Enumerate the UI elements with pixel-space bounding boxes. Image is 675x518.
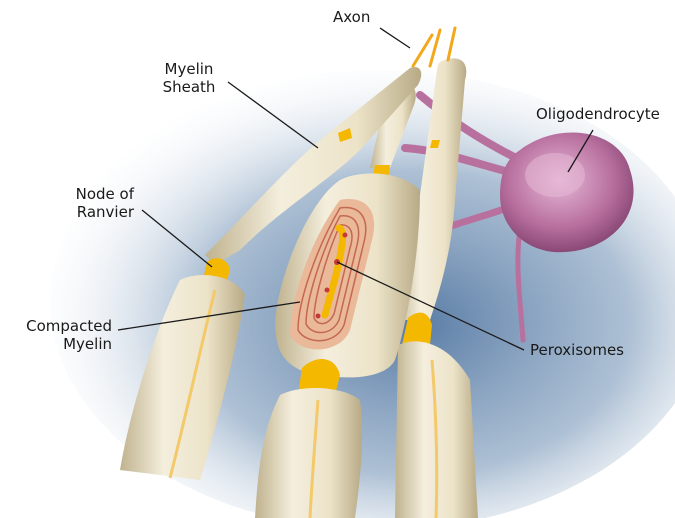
label-node-of-ranvier-line2: Ranvier bbox=[54, 203, 134, 221]
label-myelin-sheath-line2: Sheath bbox=[160, 78, 218, 96]
label-node-of-ranvier-line1: Node of bbox=[54, 185, 134, 203]
axon-tips bbox=[413, 28, 455, 66]
label-compacted-myelin-line1: Compacted bbox=[4, 317, 112, 335]
leader-line-axon bbox=[380, 28, 410, 48]
label-oligodendrocyte: Oligodendrocyte bbox=[536, 105, 660, 123]
label-myelin-sheath-line1: Myelin bbox=[160, 60, 218, 78]
label-peroxisomes: Peroxisomes bbox=[530, 341, 624, 359]
label-axon: Axon bbox=[333, 8, 370, 26]
label-compacted-myelin-line2: Myelin bbox=[4, 335, 112, 353]
